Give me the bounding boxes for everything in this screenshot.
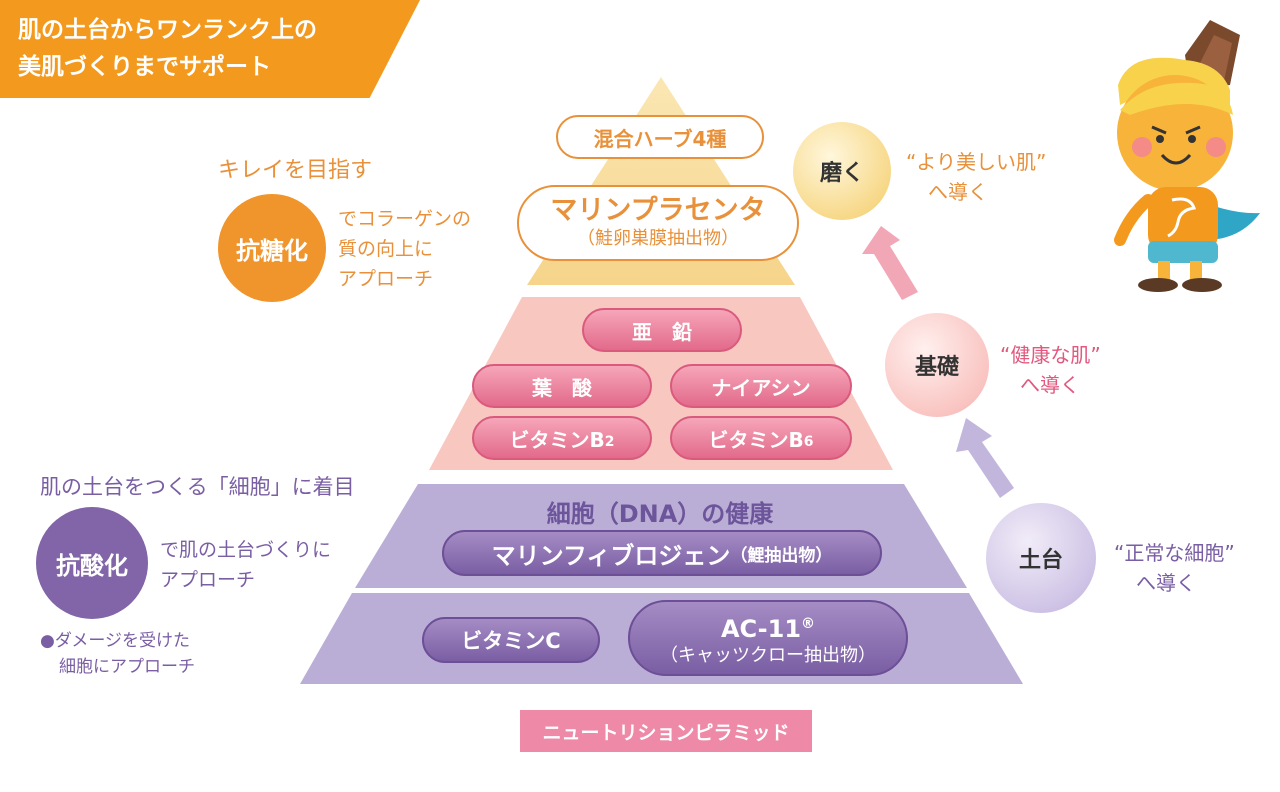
pill-marine-fibrogen: マリンフィブロジェン（鯉抽出物） xyxy=(442,530,882,576)
health-note: “健康な肌” へ導く xyxy=(1000,340,1101,400)
vitamin-b6-label: ビタミンB xyxy=(708,427,804,452)
antioxidant-bullet-line-2: 細胞にアプローチ xyxy=(59,657,195,677)
anti-glycation-line-3: アプローチ xyxy=(338,268,434,290)
anti-glycation-line-1: でコラーゲンの xyxy=(338,208,472,230)
pill-folic-acid: 葉 酸 xyxy=(472,364,652,408)
mascot-character xyxy=(1114,20,1260,292)
banner-line-2: 美肌づくりまでサポート xyxy=(18,54,271,80)
arrow-up-upper xyxy=(862,226,918,300)
base-line-2: へ導く xyxy=(1136,571,1196,595)
banner-text: 肌の土台からワンランク上の 美肌づくりまでサポート xyxy=(18,12,317,86)
header-banner xyxy=(0,0,420,98)
anti-glycation-note: でコラーゲンの 質の向上に アプローチ xyxy=(338,204,471,294)
ball-base: 土台 xyxy=(986,503,1096,613)
arrow-up-lower xyxy=(956,418,1014,498)
ac-11-sub: （キャッツクロー抽出物） xyxy=(660,644,876,666)
anti-glycation-line-2: 質の向上に xyxy=(338,238,434,260)
marine-fibrogen-label: マリンフィブロジェン xyxy=(491,541,731,570)
pill-ac-11: AC-11® （キャッツクロー抽出物） xyxy=(628,600,908,676)
pill-marine-placenta: マリンプラセンタ （鮭卵巣膜抽出物） xyxy=(517,185,799,261)
ball-foundation-health: 基礎 xyxy=(885,313,989,417)
antioxidant-line-2: アプローチ xyxy=(160,569,256,591)
ball-polish: 磨く xyxy=(793,122,891,220)
antioxidant-line-1: で肌の土台づくりに xyxy=(160,539,332,561)
vitamin-b2-label: ビタミンB xyxy=(509,427,605,452)
vitamin-b2-sub: 2 xyxy=(604,434,615,450)
ac-11-mark: ® xyxy=(801,615,816,632)
marine-fibrogen-sub: （鯉抽出物） xyxy=(730,545,833,566)
antioxidant-heading: 肌の土台をつくる「細胞」に着目 xyxy=(40,475,355,499)
pill-vitamin-c: ビタミンC xyxy=(422,617,600,663)
health-line-2: へ導く xyxy=(1020,373,1080,397)
pill-herbs: 混合ハーブ4種 xyxy=(556,115,764,159)
banner-line-1: 肌の土台からワンランク上の xyxy=(18,17,317,43)
polish-line-1: “より美しい肌” xyxy=(906,150,1047,174)
antioxidant-circle: 抗酸化 xyxy=(36,507,148,619)
antioxidant-bullet-line-1: ●ダメージを受けた xyxy=(40,631,190,651)
antioxidant-bullet: ●ダメージを受けた 細胞にアプローチ xyxy=(40,628,195,680)
anti-glycation-heading: キレイを目指す xyxy=(218,158,373,183)
marine-placenta-label: マリンプラセンタ xyxy=(550,195,766,226)
base-note: “正常な細胞” へ導く xyxy=(1114,538,1235,598)
vitamin-b6-sub: 6 xyxy=(803,434,814,450)
polish-note: “より美しい肌” へ導く xyxy=(906,147,1046,207)
health-line-1: “健康な肌” xyxy=(1000,343,1101,367)
antioxidant-note: で肌の土台づくりに アプローチ xyxy=(160,535,331,595)
pill-zinc: 亜 鉛 xyxy=(582,308,742,352)
polish-line-2: へ導く xyxy=(928,180,988,204)
marine-placenta-sub: （鮭卵巣膜抽出物） xyxy=(577,228,739,249)
dna-health-title: 細胞（DNA）の健康 xyxy=(546,500,774,528)
anti-glycation-circle: 抗糖化 xyxy=(218,194,326,302)
ac-11-label-wrap: AC-11® xyxy=(721,609,815,644)
ac-11-label: AC-11 xyxy=(720,614,802,643)
pyramid-caption: ニュートリションピラミッド xyxy=(520,710,812,752)
pill-niacin: ナイアシン xyxy=(670,364,852,408)
base-line-1: “正常な細胞” xyxy=(1114,541,1235,565)
